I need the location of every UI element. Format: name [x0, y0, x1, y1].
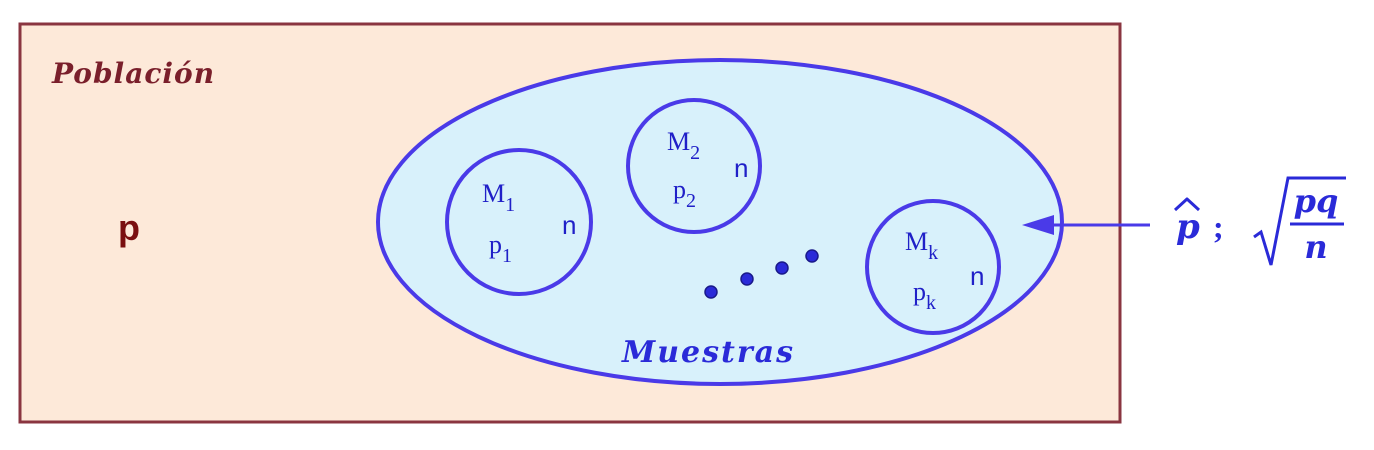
sample-1-circle — [445, 148, 593, 296]
population-parameter: p — [118, 207, 140, 248]
sample-2: M2 p2 n — [626, 98, 762, 234]
estimator-separator: ; — [1213, 209, 1224, 245]
estimator-p-hat: p — [1176, 207, 1200, 247]
sample-k-circle — [865, 199, 1001, 335]
arrow-head-icon — [1022, 215, 1054, 235]
samples-label: Muestras — [621, 335, 795, 370]
ellipsis-dot — [740, 272, 754, 286]
estimator-denominator: n — [1304, 228, 1327, 266]
sample-1-name: M1 — [482, 179, 515, 216]
ellipsis-dots — [704, 249, 819, 299]
sample-k-name: Mk — [905, 227, 938, 264]
hat-icon — [1173, 197, 1201, 212]
population-label: Población — [51, 57, 215, 90]
sample-2-name: M2 — [667, 127, 700, 164]
sample-2-circle — [626, 98, 762, 234]
sample-1: M1 p1 n — [445, 148, 593, 296]
sample-1-size: n — [562, 210, 576, 240]
ellipsis-dot — [704, 285, 718, 299]
sample-k-size: n — [970, 261, 984, 291]
estimator-numerator: pq — [1294, 182, 1339, 220]
sample-k-proportion: pk — [913, 277, 936, 314]
sample-2-size: n — [734, 153, 748, 183]
ellipsis-dot — [775, 261, 789, 275]
estimator-formula: p ; pq n — [1173, 176, 1346, 266]
sample-k: Mk pk n — [865, 199, 1001, 335]
sample-1-proportion: p1 — [489, 230, 512, 267]
sqrt-icon — [1253, 176, 1346, 266]
ellipsis-dot — [805, 249, 819, 263]
estimator-arrow — [1022, 215, 1150, 235]
sample-2-proportion: p2 — [673, 175, 696, 212]
